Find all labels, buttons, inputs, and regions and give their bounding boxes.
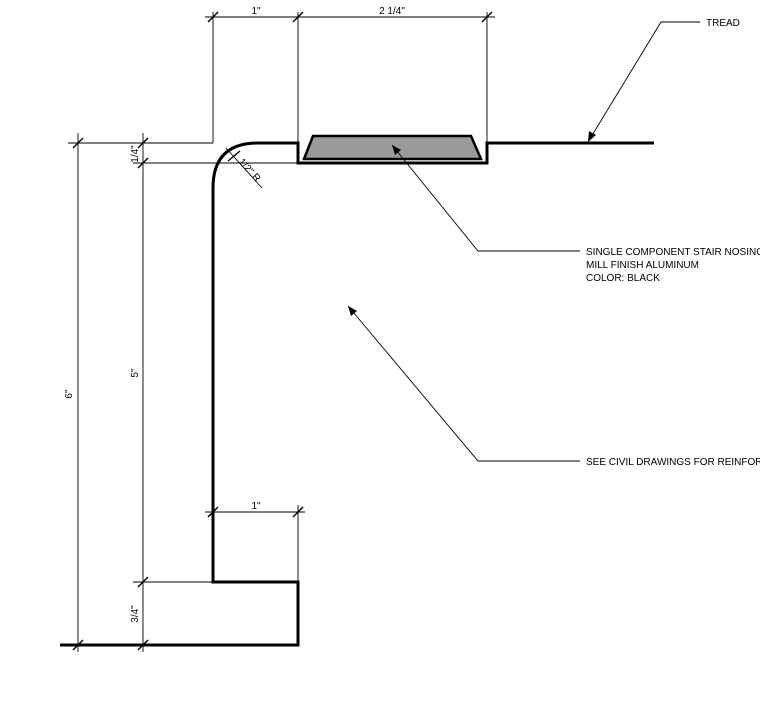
dim-top-1in-label: 1" [251,6,261,17]
nosing-note-line-2: MILL FINISH ALUMINUM [586,260,699,271]
dim-quarter-in-label: 1/4" [130,145,141,163]
nosing-leader [391,144,580,252]
nosing-note-line-1: SINGLE COMPONENT STAIR NOSING [586,247,760,258]
dim-five-in-label: 5" [130,368,141,378]
dim-top-2-25in-label: 2 1/4" [379,6,405,17]
nosing-note-line-3: COLOR: BLACK [586,273,660,284]
stair-nosing-insert [302,134,483,161]
dim-three-quarter-in-label: 3/4" [130,605,141,623]
concrete-step-outline [60,141,654,647]
six-inch-dimension-group [68,133,213,652]
tread-note: TREAD [706,18,740,29]
dim-six-in-label: 6" [64,389,75,399]
inner-vertical-dimension-group [133,133,298,652]
tread-leader [587,21,700,143]
civil-drawings-note: SEE CIVIL DRAWINGS FOR REINFORCII [586,457,760,468]
dim-bottom-1in-label: 1" [251,501,261,512]
bottom-dimension-group [205,505,305,582]
civil-leader [347,305,580,462]
dim-radius-label: 1/2" R [236,157,263,185]
top-dimension-group [205,11,495,143]
radius-callout [225,147,263,189]
